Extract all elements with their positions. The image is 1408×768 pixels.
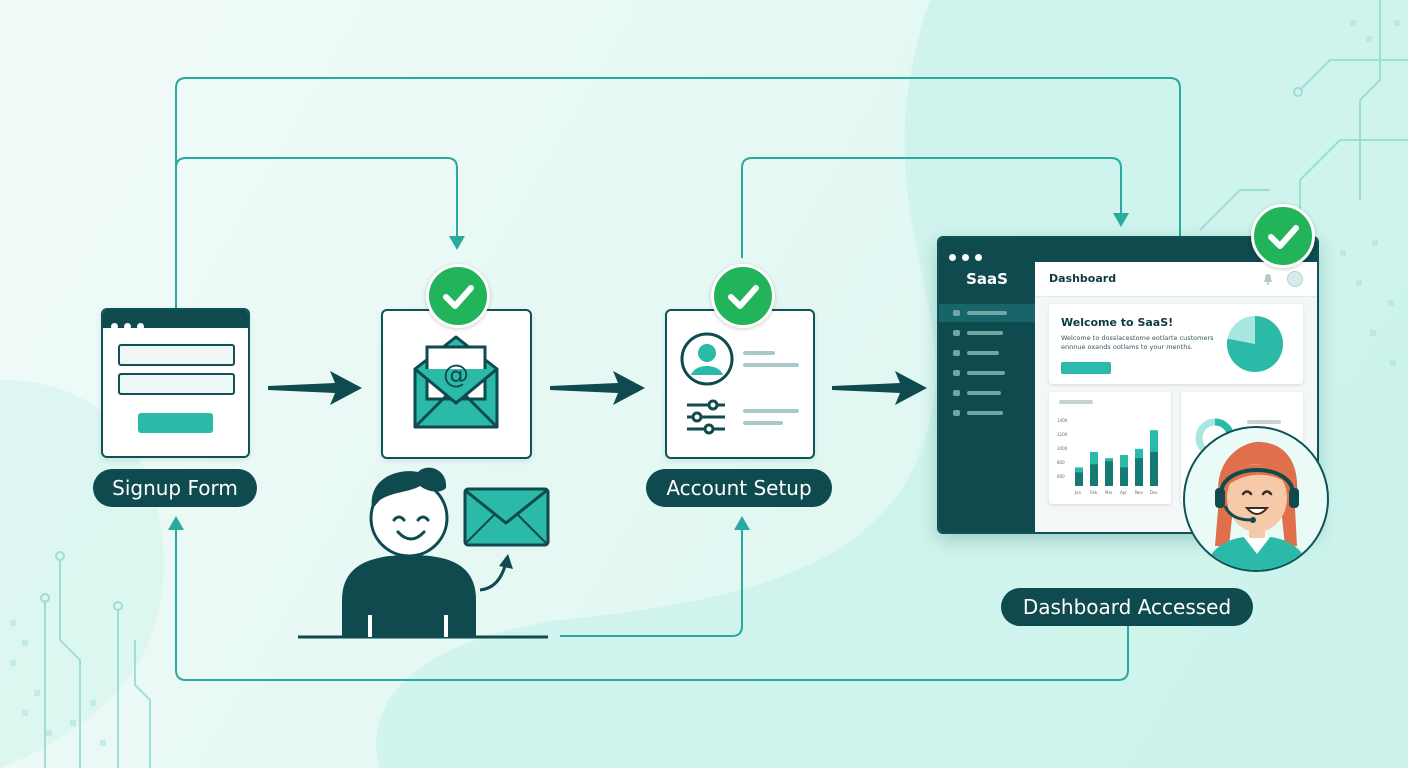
welcome-title: Welcome to SaaS!: [1061, 316, 1174, 329]
dashboard-page-title: Dashboard: [1049, 272, 1117, 285]
welcome-text: Welcome to dosslacestome eotlarte custom…: [1061, 334, 1214, 351]
bell-icon: [1264, 274, 1272, 285]
x-tick-label: Mar: [1105, 490, 1113, 495]
y-tick-label: 1400: [1057, 418, 1068, 423]
check-icon: [711, 264, 775, 328]
x-tick-label: Apr: [1120, 490, 1127, 495]
pie-slice-main: [1227, 316, 1284, 372]
happy-user-illustration: [298, 467, 548, 639]
email-at-icon: @: [413, 335, 499, 429]
sidebar-item: [939, 304, 1035, 322]
signup-form-card: [101, 308, 250, 458]
sidebar-item: [939, 364, 1035, 382]
sidebar-item: [939, 324, 1035, 342]
bar-dark: [1120, 467, 1128, 486]
x-tick-label: Jan: [1075, 490, 1082, 495]
welcome-button: [1061, 362, 1111, 374]
bar-chart: [1075, 430, 1158, 486]
bar-dark: [1075, 472, 1083, 486]
welcome-panel: Welcome to SaaS! Welcome to dosslacestom…: [1049, 304, 1303, 384]
pixel-texture: [10, 20, 1400, 746]
y-tick-label: 600: [1057, 474, 1065, 479]
step-label-signup-form: Signup Form: [93, 469, 257, 507]
submit-button-placeholder: [138, 413, 213, 433]
avatar: [1287, 271, 1303, 287]
bar-dark: [1135, 458, 1143, 486]
email-verification-card: @: [381, 309, 532, 459]
user-profile-icon: [680, 332, 799, 435]
at-symbol: @: [443, 360, 469, 390]
x-tick-label: Dec: [1150, 490, 1158, 495]
sidebar-item: [939, 344, 1035, 362]
sidebar-item: [939, 384, 1035, 402]
check-icon: [426, 264, 490, 328]
dashboard-brand: SaaS: [966, 270, 1008, 288]
connector-arrowheads: [168, 213, 1129, 530]
main-flow-arrows: [268, 371, 927, 405]
bar-dark: [1150, 451, 1158, 486]
browser-window-icon: [103, 310, 248, 330]
step-label-account-setup: Account Setup: [646, 469, 832, 507]
account-setup-card: [665, 309, 815, 459]
dashboard-main: Dashboard Welcome to SaaS! Welcome to do…: [1035, 262, 1317, 532]
dashboard-header: Dashboard: [1035, 262, 1317, 297]
saas-dashboard-window: SaaS Dashboard Welcome to SaaS! Welcome …: [937, 236, 1319, 534]
x-tick-label: Nov: [1135, 490, 1143, 495]
name-field-placeholder: [118, 344, 235, 366]
bar-chart-panel: 1400 1200 1000 800 600 Jan Feb Mar Apr Nov Dec: [1049, 392, 1171, 504]
circuit-lines-left: [40, 551, 151, 768]
bar-dark: [1090, 464, 1098, 486]
dashboard-sidebar: SaaS: [939, 262, 1035, 532]
settings-sliders-icon: [687, 399, 725, 435]
sidebar-item: [939, 404, 1035, 422]
flow-connectors: [175, 77, 1181, 681]
email-field-placeholder: [118, 373, 235, 395]
pie-chart: [1227, 316, 1284, 372]
background-blob: [376, 0, 1408, 768]
step-label-dashboard-accessed: Dashboard Accessed: [1001, 588, 1253, 626]
headset-agent-icon: [1183, 426, 1329, 572]
y-tick-label: 1200: [1057, 432, 1068, 437]
chart-header-line: [1059, 400, 1093, 404]
y-tick-label: 800: [1057, 460, 1065, 465]
y-tick-label: 1000: [1057, 446, 1068, 451]
check-icon: [1251, 204, 1315, 268]
bar-dark: [1105, 461, 1113, 486]
envelope-icon: [463, 487, 550, 547]
x-tick-label: Feb: [1090, 490, 1098, 495]
